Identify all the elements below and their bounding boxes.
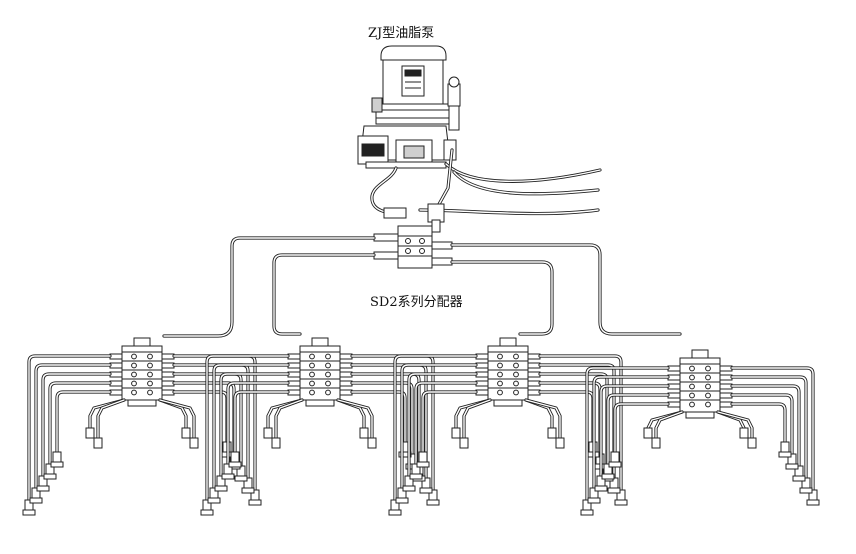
secondary-distributor-groups bbox=[22, 337, 820, 516]
line-fitting bbox=[610, 451, 620, 463]
distributor-block bbox=[679, 357, 721, 413]
pump-label: ZJ型油脂泵 bbox=[368, 26, 435, 41]
line-fitting bbox=[230, 451, 240, 463]
distributor-block bbox=[487, 345, 529, 401]
line-fitting bbox=[52, 451, 62, 463]
grease-pump bbox=[357, 45, 461, 169]
distributor-label: SD2系列分配器 bbox=[370, 295, 463, 310]
line-fitting bbox=[780, 441, 790, 453]
distributor-block bbox=[121, 345, 163, 401]
pump-hoses bbox=[370, 148, 602, 233]
main-distributor bbox=[373, 225, 453, 269]
line-fitting bbox=[418, 451, 428, 463]
secondary-distributor-4 bbox=[580, 349, 820, 516]
trunk-lines bbox=[162, 236, 682, 338]
distributor-block bbox=[299, 345, 341, 401]
